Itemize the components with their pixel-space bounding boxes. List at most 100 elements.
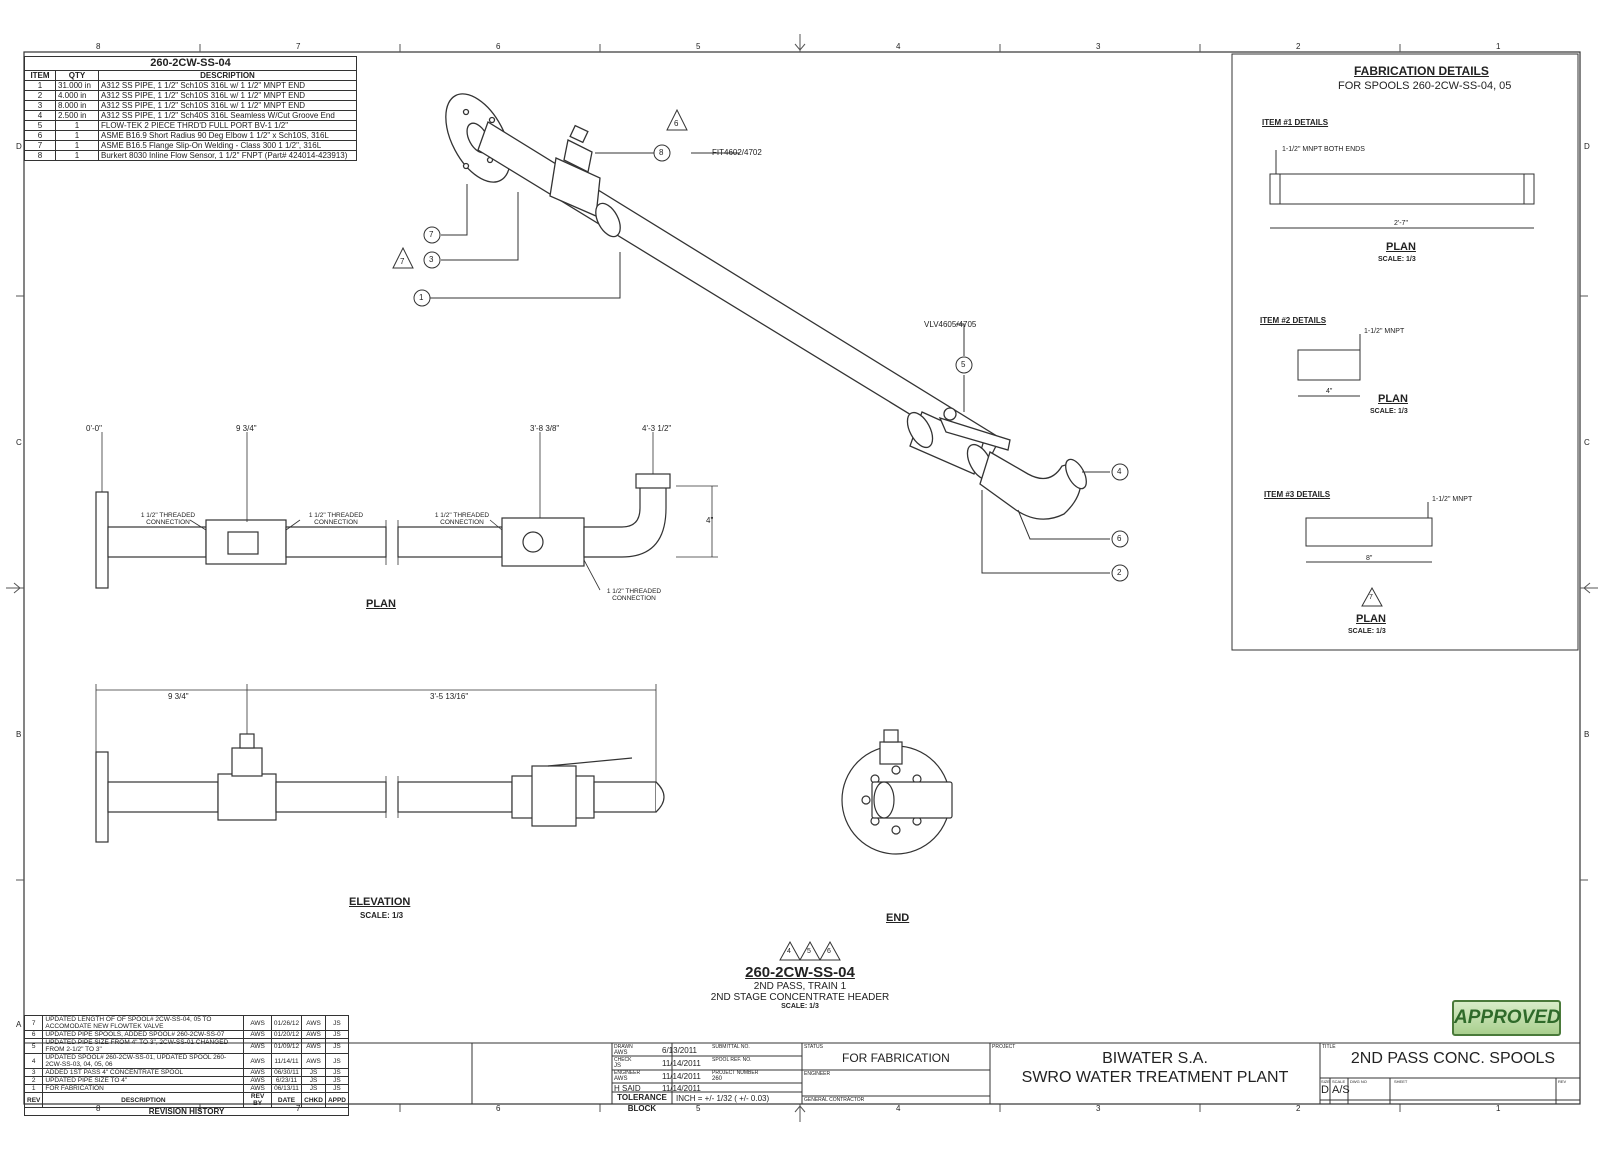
- tb-scale-label: SCALE: [1332, 1079, 1346, 1084]
- bom-qty: 1: [55, 150, 99, 161]
- tb-spool-ref-label: SPOOL REF. NO.: [712, 1057, 752, 1063]
- elevation-scale: SCALE: 1/3: [360, 911, 404, 920]
- rev-desc: UPDATED PIPE SPOOLS, ADDED SPOOL# 260-2C…: [42, 1030, 245, 1039]
- rev-number: 3: [23, 1068, 44, 1077]
- tb-check-date: 11/14/2011: [662, 1059, 701, 1068]
- approved-stamp: APPROVED: [1452, 1000, 1561, 1036]
- center-rev-triangles: [779, 940, 841, 961]
- bom-item: 2: [24, 90, 56, 101]
- fab-panel: [1231, 53, 1579, 651]
- fab-item3-note: 1-1/2" MNPT: [1432, 496, 1473, 503]
- rev-date: 11/14/11: [270, 1053, 303, 1069]
- fab-item1-drawing: [1269, 150, 1535, 229]
- zone-col-6: 6: [496, 42, 501, 51]
- rev-header-desc: DESCRIPTION: [42, 1092, 245, 1108]
- tb-title-label: TITLE: [1322, 1044, 1336, 1050]
- bom-item: 8: [24, 150, 56, 161]
- rev-appd: JS: [324, 1030, 350, 1039]
- rev-by: AWS: [243, 1015, 272, 1031]
- rev-chkd: AWS: [301, 1053, 326, 1069]
- tb-approved-by: H SAID: [614, 1084, 641, 1093]
- rev-date: 6/23/11: [270, 1076, 303, 1085]
- fab-item2-plan: PLAN: [1378, 393, 1408, 405]
- rev-date: 01/26/12: [270, 1015, 303, 1031]
- bom-header-qty: QTY: [55, 70, 99, 81]
- sheet-border: [23, 51, 1581, 1105]
- tb-check-by: JS: [614, 1063, 622, 1069]
- balloon-6: 6: [1117, 534, 1122, 543]
- plan-dim-0: 0'-0": [86, 424, 102, 433]
- rev-header-rev: REV: [23, 1092, 44, 1108]
- fab-item1-scale: SCALE: 1/3: [1378, 256, 1416, 263]
- rev-desc: UPDATED PIPE SIZE TO 4": [42, 1076, 245, 1085]
- bom-desc: A312 SS PIPE, 1 1/2" Sch10S 316L w/ 1 1/…: [98, 80, 357, 91]
- bom-desc: A312 SS PIPE, 1 1/2" Sch40S 316L Seamles…: [98, 110, 357, 121]
- bom-qty: 1: [55, 120, 99, 131]
- rev-tag-7: 7: [400, 257, 405, 266]
- zone-col-2-bottom: 2: [1296, 1104, 1301, 1113]
- plan-dim-1: 9 3/4": [236, 424, 257, 433]
- rev-by: AWS: [243, 1068, 272, 1077]
- zone-row-c-right: C: [1584, 438, 1590, 447]
- tb-size: D: [1321, 1084, 1329, 1096]
- rev-appd: JS: [324, 1038, 350, 1054]
- bom-desc: Burkert 8030 Inline Flow Sensor, 1 1/2" …: [98, 150, 357, 161]
- fab-item3-scale: SCALE: 1/3: [1348, 628, 1386, 635]
- fab-item1-title: ITEM #1 DETAILS: [1262, 118, 1329, 127]
- balloon-3: 3: [429, 255, 434, 264]
- iso-flow-sensor: [549, 157, 601, 217]
- zone-row-c: C: [16, 438, 22, 447]
- bom-desc: ASME B16.5 Flange Slip-On Welding - Clas…: [98, 140, 357, 151]
- fab-item1-dim: 2'-7": [1394, 220, 1408, 227]
- plan-title: PLAN: [366, 598, 396, 610]
- rev-number: 7: [23, 1015, 44, 1031]
- rev-number: 6: [23, 1030, 44, 1039]
- tb-tol-inch: INCH = +/- 1/32 ( +/- 0.03): [676, 1094, 770, 1103]
- elev-dim-1: 3'-5 13/16": [430, 692, 469, 701]
- isometric-view: [445, 93, 1087, 520]
- rev-footer: REVISION HISTORY: [24, 1107, 349, 1116]
- fab-item2-dim: 4": [1326, 388, 1333, 395]
- rev-header-appd: APPD: [324, 1092, 350, 1108]
- tb-plant: SWRO WATER TREATMENT PLANT: [1021, 1069, 1289, 1086]
- rev-by: AWS: [243, 1038, 272, 1054]
- zone-row-d: D: [16, 142, 22, 151]
- balloon-7: 7: [429, 230, 434, 239]
- balloon-5: 5: [961, 360, 966, 369]
- rev-number: 1: [23, 1084, 44, 1093]
- tb-drawn-label: DRAWN: [614, 1044, 633, 1050]
- fit-tag: FIT4602/4702: [712, 148, 762, 157]
- fab-subtitle: FOR SPOOLS 260-2CW-SS-04, 05: [1338, 80, 1512, 92]
- tb-project-number: 260: [712, 1076, 723, 1082]
- end-view: [841, 729, 953, 855]
- tb-scale: A/S: [1332, 1084, 1350, 1096]
- rev-desc: UPDATED LENGTH OF OF SPOOL# 2CW-SS-04, 0…: [42, 1015, 245, 1031]
- bom-qty: 2.500 in: [55, 110, 99, 121]
- zone-row-b: B: [16, 730, 22, 739]
- rev-chkd: JS: [301, 1084, 326, 1093]
- bom-qty: 1: [55, 140, 99, 151]
- rev-date: 06/30/11: [270, 1068, 303, 1077]
- tb-status: FOR FABRICATION: [842, 1051, 950, 1065]
- rev-date: 01/09/12: [270, 1038, 303, 1054]
- rev-by: AWS: [243, 1084, 272, 1093]
- fab-item3-rev: 7: [1369, 594, 1373, 601]
- tb-project-label: PROJECT: [992, 1044, 1016, 1050]
- rev-number: 4: [23, 1053, 44, 1069]
- rev-desc: FOR FABRICATION: [42, 1084, 245, 1093]
- center-marks: [6, 34, 1598, 1122]
- tb-drawn-by: AWS: [614, 1050, 628, 1056]
- tb-title1: 2ND PASS CONC. SPOOLS: [1350, 1050, 1556, 1067]
- rev-by: AWS: [243, 1030, 272, 1039]
- rev-date: 06/13/11: [270, 1084, 303, 1093]
- plan-note-3: 1 1/2" THREADED CONNECTION: [434, 512, 490, 526]
- plan-dim-4: 4": [706, 516, 714, 525]
- tb-engineer-box-label: ENGINEER: [804, 1071, 831, 1077]
- zone-row-a: A: [16, 1020, 22, 1029]
